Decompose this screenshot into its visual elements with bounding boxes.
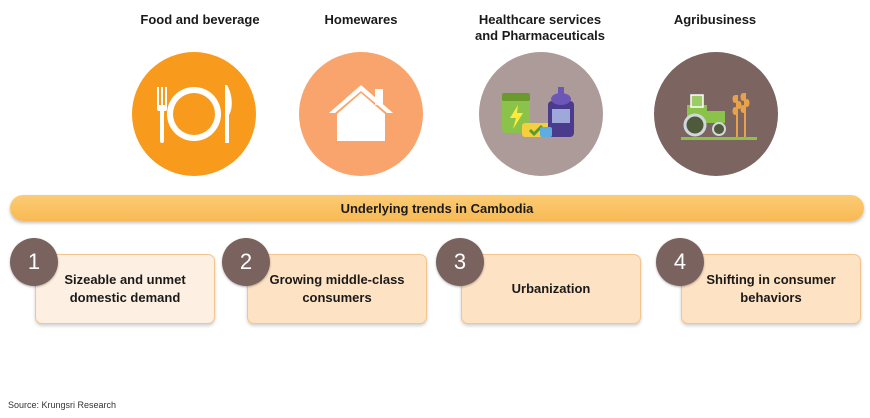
sector-title-food: Food and beverage [140,12,260,27]
trend-card-1: Sizeable and unmet domestic demand [35,254,215,324]
trend-label-3: Urbanization [511,281,591,296]
trend-card-3: Urbanization [461,254,641,324]
house-icon [329,85,393,141]
source-note: Source: Krungsri Research [8,400,117,410]
agribusiness-circle [654,52,778,176]
trend-label-4: Shifting in consumer behaviors [706,272,836,305]
tractor-icon [681,93,757,140]
trend-card-2: Growing middle-class consumers [247,254,427,324]
trend-number-badge-4: 4 [656,238,704,286]
sector-title-agribusiness: Agribusiness [673,12,757,27]
trend-number-badge-2: 2 [222,238,270,286]
food-circle [132,52,256,176]
underlying-trends-banner: Underlying trends in Cambodia [10,195,864,221]
trend-label-2: Growing middle-class consumers [269,272,405,305]
sector-title-healthcare: Healthcare services and Pharmaceuticals [474,12,606,43]
underlying-trends-label: Underlying trends in Cambodia [340,200,534,216]
healthcare-circle [479,52,603,176]
homewares-circle [299,52,423,176]
sector-title-homewares: Homewares [324,12,398,27]
trend-card-4: Shifting in consumer behaviors [681,254,861,324]
trend-number-badge-3: 3 [436,238,484,286]
medicine-bottles-icon [502,87,574,137]
trend-label-1: Sizeable and unmet domestic demand [64,272,186,305]
plate-cutlery-icon [157,85,232,143]
trend-number-badge-1: 1 [10,238,58,286]
